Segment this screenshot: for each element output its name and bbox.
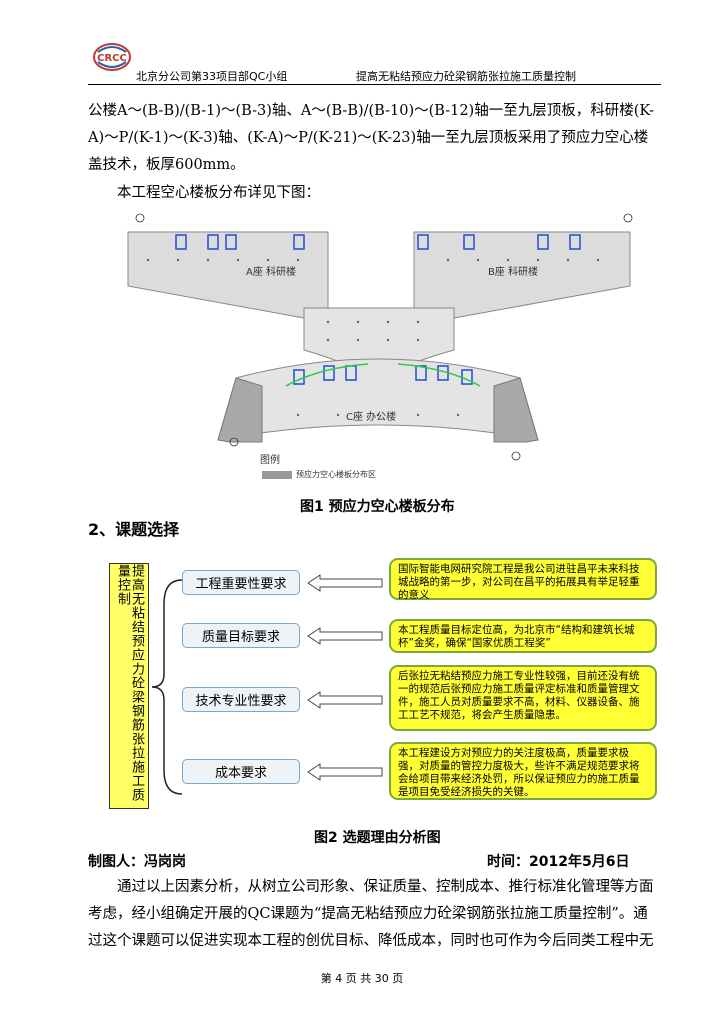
floor-plan-figure: A座 科研楼 B座 科研楼 C座 办公楼 图例 预应力空心楼板分布区 xyxy=(118,210,646,488)
date-label: 时间：2012年5月6日 xyxy=(487,854,630,870)
requirement-quality-target: 质量目标要求 xyxy=(182,623,300,648)
legend-title: 图例 xyxy=(260,453,280,466)
topic-box: 提高无粘结预应力砼梁钢筋张拉施工质量控制 xyxy=(109,563,149,809)
requirement-cost: 成本要求 xyxy=(182,759,300,784)
arrow-left-3 xyxy=(307,691,383,709)
requirement-technical: 技术专业性要求 xyxy=(182,687,300,712)
author-label: 制图人：冯岗岗 xyxy=(88,854,186,870)
intro-paragraph: 公楼A～(B-B)/(B-1)～(B-3)轴、A～(B-B)/(B-10)～(B… xyxy=(88,103,655,173)
topic-text: 提高无粘结预应力砼梁钢筋张拉施工质量控制 xyxy=(115,564,144,802)
label-block-c: C座 办公楼 xyxy=(346,410,396,423)
company-logo: CRCC xyxy=(93,43,131,71)
legend-text: 预应力空心楼板分布区 xyxy=(296,469,376,479)
section-title: 2、课题选择 xyxy=(88,520,180,539)
logo-text: CRCC xyxy=(97,53,127,64)
topic-brace xyxy=(151,579,183,795)
header-left-text: 北京分公司第33项目部QC小组 xyxy=(136,70,288,83)
arrow-left-2 xyxy=(307,627,383,645)
reason-importance: 国际智能电网研究院工程是我公司进驻昌平未来科技城战略的第一步，对公司在昌平的拓展… xyxy=(389,558,657,601)
arrow-left-4 xyxy=(307,763,383,781)
header-rule xyxy=(88,84,661,85)
requirement-importance: 工程重要性要求 xyxy=(182,570,300,595)
page-footer: 第 4 页 共 30 页 xyxy=(320,972,404,985)
label-block-b: B座 科研楼 xyxy=(488,265,538,278)
reason-quality-target: 本工程质量目标定位高，为北京市“结构和建筑长城杯”金奖，确保“国家优质工程奖” xyxy=(389,619,657,653)
reason-cost: 本工程建设方对预应力的关注度极高，质量要求极强，对质量的管控力度极大，些许不满足… xyxy=(389,742,657,800)
label-block-a: A座 科研楼 xyxy=(246,265,296,278)
figure1-caption: 图1 预应力空心楼板分布 xyxy=(300,499,455,515)
figure-intro-text: 本工程空心楼板分布详见下图： xyxy=(117,185,320,201)
figure2-caption: 图2 选题理由分析图 xyxy=(314,830,441,846)
reason-technical: 后张拉无粘结预应力施工专业性较强，目前还没有统一的规范后张预应力施工质量评定标准… xyxy=(389,665,657,731)
legend-swatch xyxy=(262,471,292,479)
arrow-left-1 xyxy=(307,574,383,592)
conclusion-paragraph: 通过以上因素分析，从树立公司形象、保证质量、控制成本、推行标准化管理等方面考虑，… xyxy=(88,879,654,949)
header-right-text: 提高无粘结预应力砼梁钢筋张拉施工质量控制 xyxy=(356,70,576,83)
